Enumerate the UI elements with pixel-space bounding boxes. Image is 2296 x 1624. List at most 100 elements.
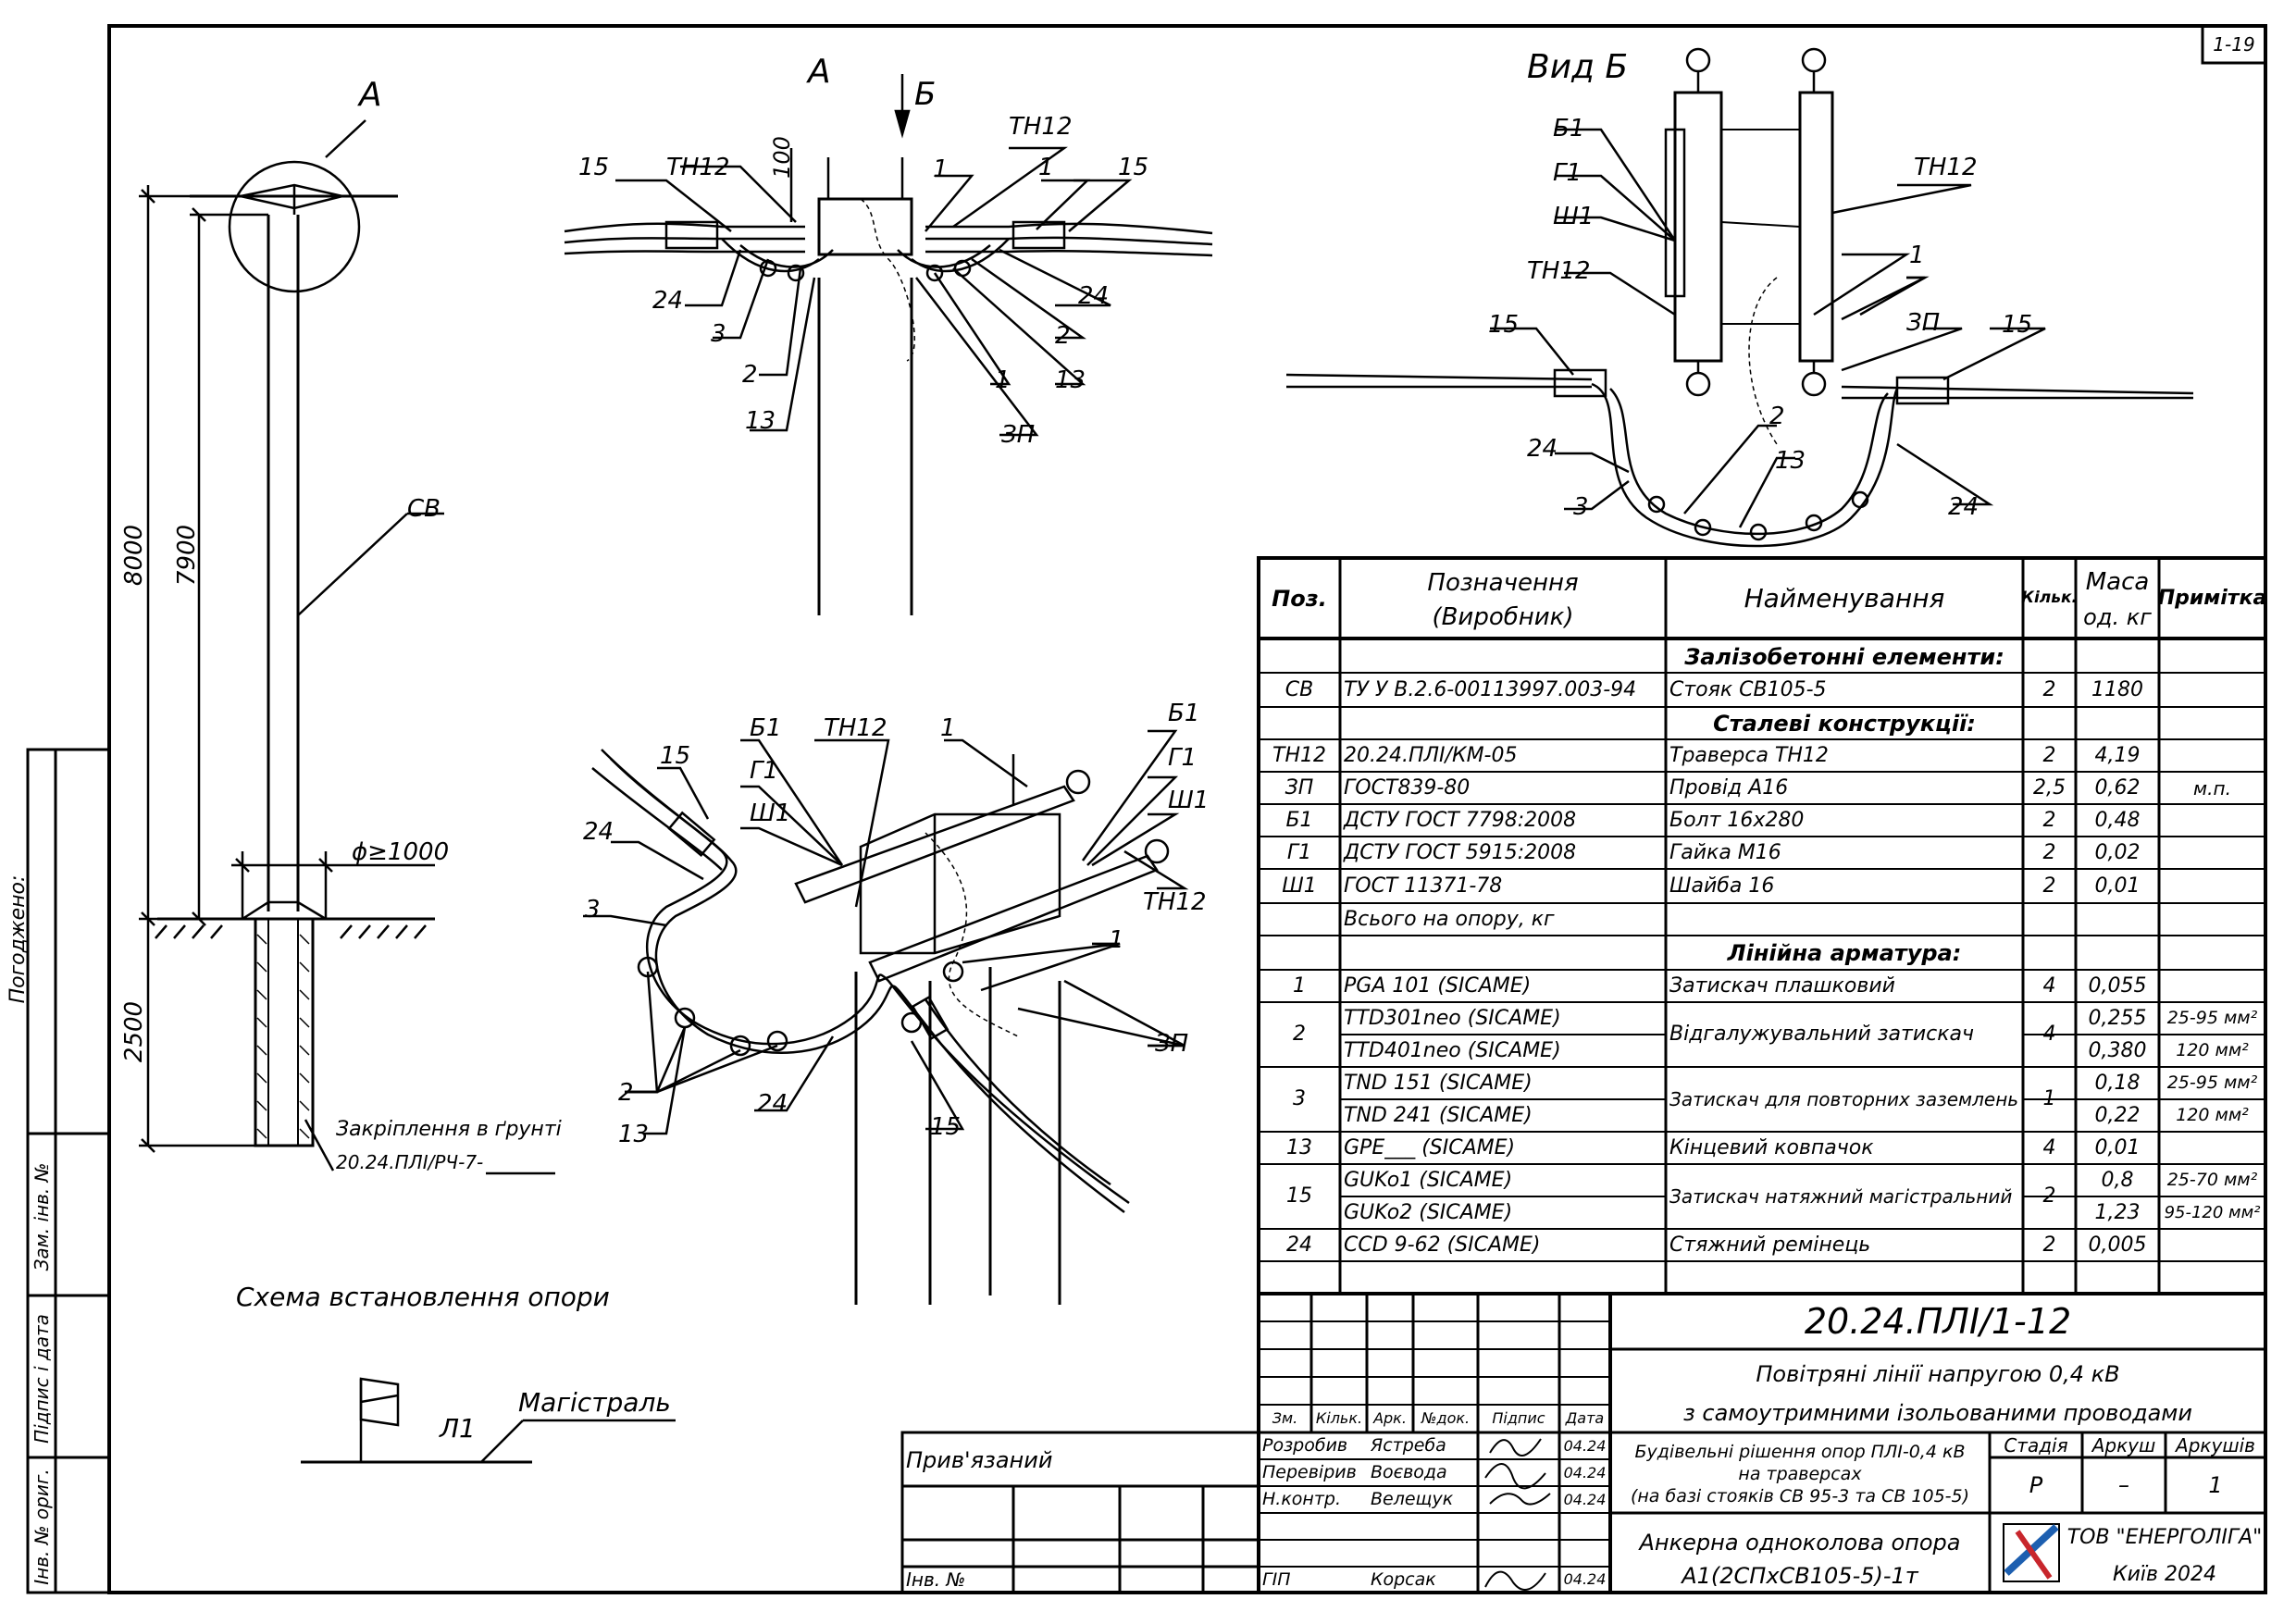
callout: 1	[933, 155, 949, 183]
callout: Б1	[1168, 700, 1200, 727]
table-cell: 2	[2042, 840, 2056, 864]
table-cell: ТН12	[1272, 743, 1326, 767]
callout: 13	[1055, 366, 1086, 394]
callout: 2	[1055, 322, 1071, 350]
table-cell: Траверса ТН12	[1669, 743, 1829, 767]
callout: ТН12	[824, 714, 887, 742]
table-cell: 4,19	[2094, 743, 2141, 767]
section-heading: Лінійна арматура:	[1727, 939, 1962, 966]
callout: 1	[940, 714, 956, 742]
col-header-note: Примітка	[2157, 586, 2267, 610]
callout: Ш1	[1168, 787, 1210, 814]
table-cell: 0,18	[2094, 1071, 2141, 1095]
table-cell: Стояк СВ105-5	[1669, 677, 1827, 701]
callout: 15	[930, 1113, 962, 1141]
table-cell: PGA 101 (SICAME)	[1344, 973, 1532, 998]
callout: 3	[585, 896, 601, 924]
table-cell: CCD 9-62 (SICAME)	[1344, 1233, 1541, 1257]
callout: ЗП	[1001, 421, 1036, 449]
table-cell: 1180	[2091, 677, 2143, 701]
part-title-3: (на базі стояків СВ 95-3 та СВ 105-5)	[1630, 1485, 1970, 1506]
callout: 1	[1109, 926, 1124, 954]
callout: 13	[1775, 447, 1806, 475]
section-heading: Сталеві конструкції:	[1713, 710, 1976, 737]
stage-header: Стадія	[2004, 1433, 2068, 1457]
table-cell: 1	[2042, 1087, 2056, 1110]
view-a-title: А	[808, 53, 831, 91]
table-cell: 1	[1293, 973, 1306, 998]
callout: Г1	[1168, 744, 1198, 772]
table-cell: 15	[1286, 1184, 1312, 1208]
table-cell: GUKo2 (SICAME)	[1344, 1200, 1513, 1224]
callout: 24	[652, 287, 684, 315]
table-cell: 0,255	[2088, 1006, 2147, 1030]
table-cell: 2	[2042, 1233, 2056, 1257]
table-cell: Гайка М16	[1669, 840, 1781, 864]
table-cell: 0,01	[2094, 874, 2141, 898]
col-header-designation-sub: (Виробник)	[1432, 603, 1574, 631]
callout: ТН12	[1143, 888, 1207, 916]
company-name: ТОВ "ЕНЕРГОЛІГА"	[2066, 1526, 2263, 1549]
callout: 15	[660, 742, 691, 770]
table-cell: 120 мм²	[2176, 1105, 2249, 1125]
drawing-code: 20.24.ПЛІ/1-12	[1804, 1301, 2072, 1342]
col-header-designation: Позначення	[1427, 569, 1579, 597]
table-cell: м.п.	[2193, 776, 2231, 800]
table-cell: GPE___ (SICAME)	[1344, 1135, 1516, 1159]
callout: Ш1	[1553, 203, 1595, 230]
table-cell: 4	[2042, 1023, 2056, 1046]
drawing-title-1: Анкерна одноколова опора	[1639, 1530, 1961, 1556]
stamp-replace-inv: Зам. інв. №	[31, 1162, 53, 1271]
table-cell: 0,62	[2094, 775, 2141, 800]
callout: 24	[1527, 435, 1558, 463]
role-name: Велещук	[1371, 1489, 1454, 1509]
callout: 15	[1488, 311, 1520, 339]
callout: 1	[995, 366, 1011, 394]
table-cell: 2	[2042, 808, 2056, 832]
table-cell: 0,055	[2088, 973, 2147, 998]
company-city: Київ 2024	[2113, 1563, 2216, 1586]
table-cell: Всього на опору, кг	[1344, 907, 1555, 931]
table-cell: ГОСТ839-80	[1344, 775, 1471, 800]
table-cell: Стяжний ремінець	[1669, 1233, 1871, 1257]
table-cell: 25-95 мм²	[2166, 1072, 2258, 1093]
role-label: Розробив	[1262, 1435, 1348, 1456]
column-header: Підпис	[1492, 1409, 1545, 1427]
callout: Г1	[750, 757, 779, 785]
callout: 24	[757, 1090, 788, 1118]
pole-view-label: А	[359, 76, 382, 114]
callout: Б1	[1553, 115, 1585, 143]
callout: 1	[1038, 154, 1054, 181]
dim-above: 7900	[173, 524, 201, 587]
callout: Ш1	[750, 800, 791, 827]
part-title-1: Будівельні рішення опор ПЛІ-0,4 кВ	[1634, 1441, 1966, 1462]
callout: 2	[1769, 403, 1785, 430]
table-cell: 2	[2042, 677, 2056, 701]
table-cell: 0,48	[2094, 808, 2141, 832]
table-cell: Затискач плашковий	[1669, 973, 1895, 998]
table-cell: 0,380	[2088, 1038, 2147, 1062]
role-date: 04.24	[1563, 1570, 1607, 1588]
stamp-sign-date: Підпис і дата	[31, 1314, 53, 1444]
drawing-title-2: А1(2СПхСВ105-5)-1т	[1682, 1563, 1918, 1589]
table-cell: 2	[2042, 743, 2056, 767]
col-header-qty: Кільк.	[2021, 589, 2078, 607]
legend-main-line: Магістраль	[518, 1387, 671, 1418]
table-cell: 0,02	[2094, 840, 2141, 864]
dim-below: 2500	[120, 1000, 148, 1063]
callout: ЗП	[1155, 1030, 1189, 1058]
table-cell: 2	[1293, 1023, 1306, 1046]
table-cell: 0,8	[2101, 1168, 2134, 1192]
sheet-header: Аркуш	[2091, 1433, 2156, 1457]
callout: ТН12	[1009, 113, 1073, 141]
table-cell: Провід А16	[1669, 775, 1789, 800]
callout: 1	[1909, 242, 1925, 269]
callout: 15	[578, 154, 610, 181]
bound-label: Прив'язаний	[906, 1447, 1053, 1473]
role-name: Воєвода	[1371, 1462, 1447, 1482]
column-header: Зм.	[1272, 1409, 1298, 1427]
view-a-arrow-label: Б	[914, 76, 937, 113]
table-cell: 0,01	[2094, 1135, 2141, 1159]
table-cell: 24	[1286, 1233, 1312, 1257]
callout: 24	[1078, 282, 1110, 310]
